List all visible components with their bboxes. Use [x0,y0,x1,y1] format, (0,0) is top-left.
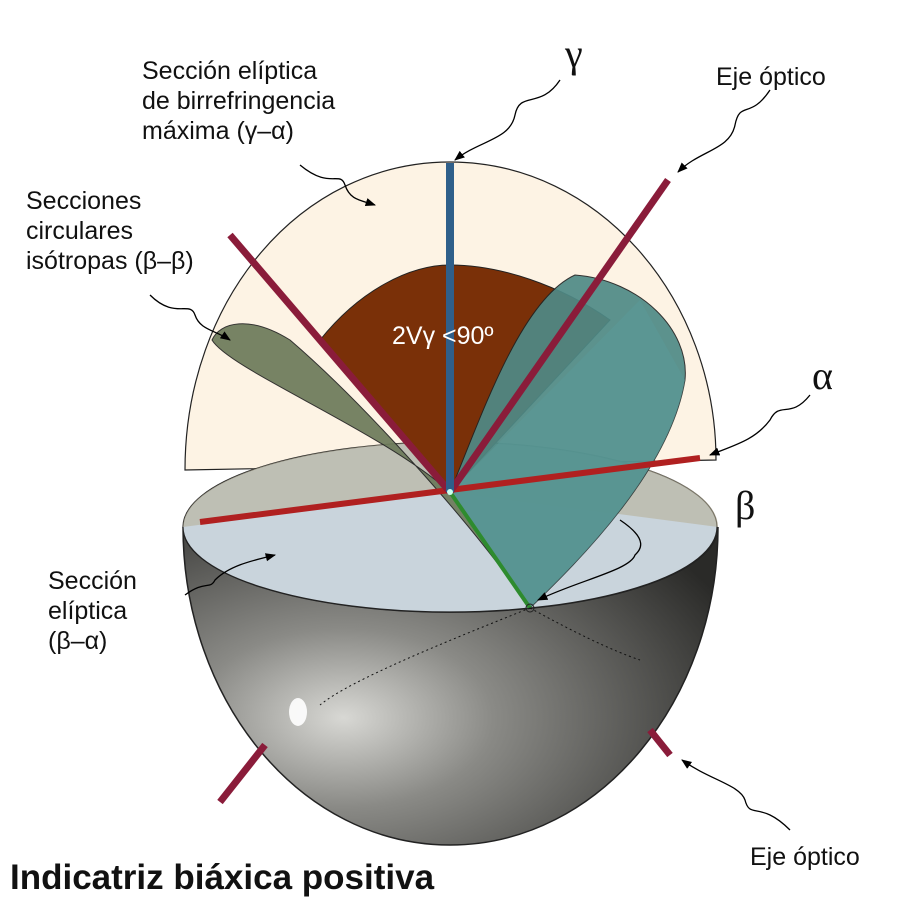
label-line: Sección [48,567,137,595]
optic-axis-1 [227,232,453,495]
elliptic-section-label: Sección elíptica (β–α) [48,566,137,656]
beta-label: β [735,483,756,528]
gamma-label: γ [565,31,583,76]
optic-axis-2 [447,177,671,495]
optic-axis-1-lower [647,727,673,758]
optic-axis-2-lower [217,742,268,805]
optic-axis-label-bottom: Eje óptico [750,843,860,871]
label-line: elíptica [48,597,128,625]
max-section-label: Sección elíptica de birrefringencia máxi… [142,56,335,146]
optic-angle-label: 2Vγ <90º [392,322,494,350]
circular-sections-label: Secciones circulares isótropas (β–β) [26,186,194,276]
label-line: Sección elíptica [142,57,318,85]
optic-axis-label-top: Eje óptico [716,63,826,91]
label-line: isótropas (β–β) [26,247,194,275]
alpha-label: α [812,353,833,398]
beta-axis [448,490,532,610]
label-line: circulares [26,217,133,245]
label-line: Secciones [26,187,142,215]
label-line: de birrefringencia [142,87,336,115]
specular-highlight [289,698,307,726]
label-line: (β–α) [48,627,108,655]
leader-arrows [149,79,811,831]
diagram-title: Indicatriz biáxica positiva [10,858,435,897]
label-line: máxima (γ–α) [142,117,294,145]
circular-section-left [211,323,531,609]
